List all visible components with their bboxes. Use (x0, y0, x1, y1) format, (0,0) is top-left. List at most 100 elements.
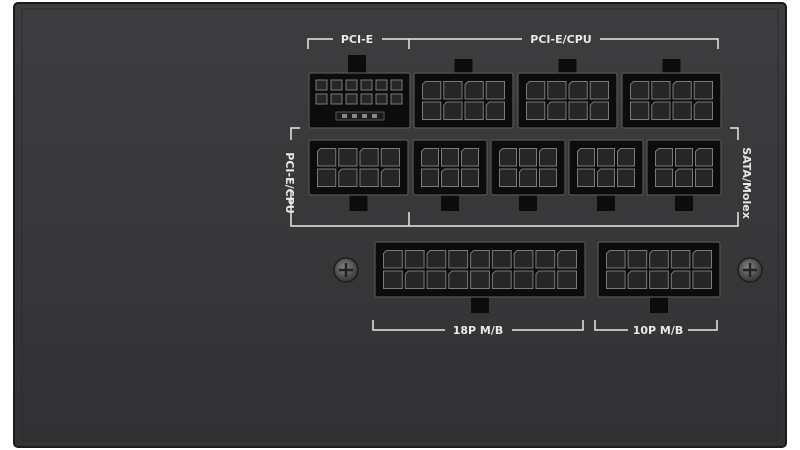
pin-hole (390, 93, 403, 105)
pin-hole (345, 93, 358, 105)
pin-hole (422, 81, 442, 100)
pin-hole (317, 168, 337, 187)
pin-hole (539, 148, 557, 167)
pin-hole (655, 148, 673, 167)
sense-pin (352, 114, 357, 118)
pcie-cpu-socket-4[interactable] (308, 139, 409, 211)
latch-tab (675, 193, 693, 211)
pin-hole (519, 148, 537, 167)
pin-hole (617, 148, 635, 167)
label-10p-mb: 10P M/B (633, 324, 684, 337)
pin-hole (461, 148, 479, 167)
pin-hole (692, 250, 712, 269)
pin-hole (693, 81, 713, 100)
pin-hole (491, 250, 512, 269)
panel-inner-edge (21, 8, 779, 442)
sata-molex-socket-2[interactable] (490, 139, 566, 211)
pin-hole (443, 101, 463, 120)
latch-tab (348, 55, 366, 75)
pin-hole (557, 250, 577, 269)
pin-hole (675, 168, 693, 187)
pin-hole (695, 168, 713, 187)
latch-tab (471, 295, 489, 313)
label-18p-mb: 18P M/B (453, 324, 504, 337)
pin-hole (519, 168, 537, 187)
pin-hole (499, 168, 517, 187)
pin-hole (448, 270, 469, 289)
pin-hole (651, 81, 671, 100)
pin-hole (375, 93, 388, 105)
pin-hole (330, 93, 343, 105)
sense-pin (372, 114, 377, 118)
pin-hole (338, 148, 358, 167)
pin-hole (649, 270, 669, 289)
pin-hole (383, 250, 403, 269)
pin-hole (422, 101, 442, 120)
pin-hole (345, 79, 358, 91)
latch-tab (662, 59, 681, 75)
latch-tab (349, 193, 368, 211)
pin-hole (577, 168, 595, 187)
pin-hole (470, 250, 490, 269)
latch-tab (597, 193, 615, 211)
pin-hole (426, 250, 447, 269)
pin-hole (464, 81, 484, 100)
pin-hole (360, 93, 373, 105)
pin-hole (464, 101, 484, 120)
pin-hole (589, 101, 609, 120)
pin-hole (692, 270, 713, 289)
pin-hole (627, 250, 648, 269)
pin-hole (675, 148, 693, 167)
pin-hole (535, 270, 556, 289)
pcie-cpu-socket-3[interactable] (621, 59, 722, 129)
pin-hole (390, 79, 403, 91)
pin-hole (375, 79, 388, 91)
pin-hole (535, 250, 556, 269)
label-pcie-top: PCI-E (341, 33, 373, 46)
pin-hole (485, 81, 505, 100)
sense-pin (362, 114, 367, 118)
pin-hole (670, 250, 691, 269)
pcie-12vhpwr-socket[interactable] (308, 55, 411, 129)
pin-hole (441, 148, 459, 167)
pin-hole (513, 250, 534, 269)
pin-hole (577, 148, 595, 167)
pin-hole (568, 81, 588, 100)
pin-hole (426, 270, 447, 289)
screw-left-icon (333, 257, 359, 283)
pin-hole (443, 81, 463, 100)
sata-molex-socket-1[interactable] (412, 139, 488, 211)
pin-hole (693, 101, 713, 120)
label-pcie-cpu-top: PCI-E/CPU (530, 33, 591, 46)
pin-hole (359, 148, 379, 167)
pin-hole (380, 148, 400, 167)
mb-10pin-socket[interactable] (597, 241, 721, 313)
sata-molex-socket-3[interactable] (568, 139, 644, 211)
pin-hole (499, 148, 517, 167)
pin-hole (672, 101, 692, 120)
pcie-cpu-socket-2[interactable] (517, 59, 618, 129)
pin-hole (360, 79, 373, 91)
pin-hole (672, 81, 692, 100)
pin-hole (606, 270, 626, 289)
pcie-cpu-socket-1[interactable] (413, 59, 514, 129)
sense-pin-strip (335, 111, 385, 121)
pin-hole (513, 270, 534, 289)
pin-hole (649, 250, 669, 269)
pin-hole (461, 168, 479, 187)
pin-hole (695, 148, 713, 167)
pin-hole (421, 148, 439, 167)
pin-hole (617, 168, 635, 187)
pin-hole (568, 101, 588, 120)
pin-hole (606, 250, 626, 269)
pin-hole (630, 81, 650, 100)
pin-hole (315, 79, 328, 91)
mb-18pin-socket[interactable] (374, 241, 586, 313)
sense-pin (342, 114, 347, 118)
connector-group (308, 55, 722, 313)
pin-hole (441, 168, 459, 187)
pin-hole (589, 81, 609, 100)
sata-molex-socket-4[interactable] (646, 139, 722, 211)
pin-hole (655, 168, 673, 187)
